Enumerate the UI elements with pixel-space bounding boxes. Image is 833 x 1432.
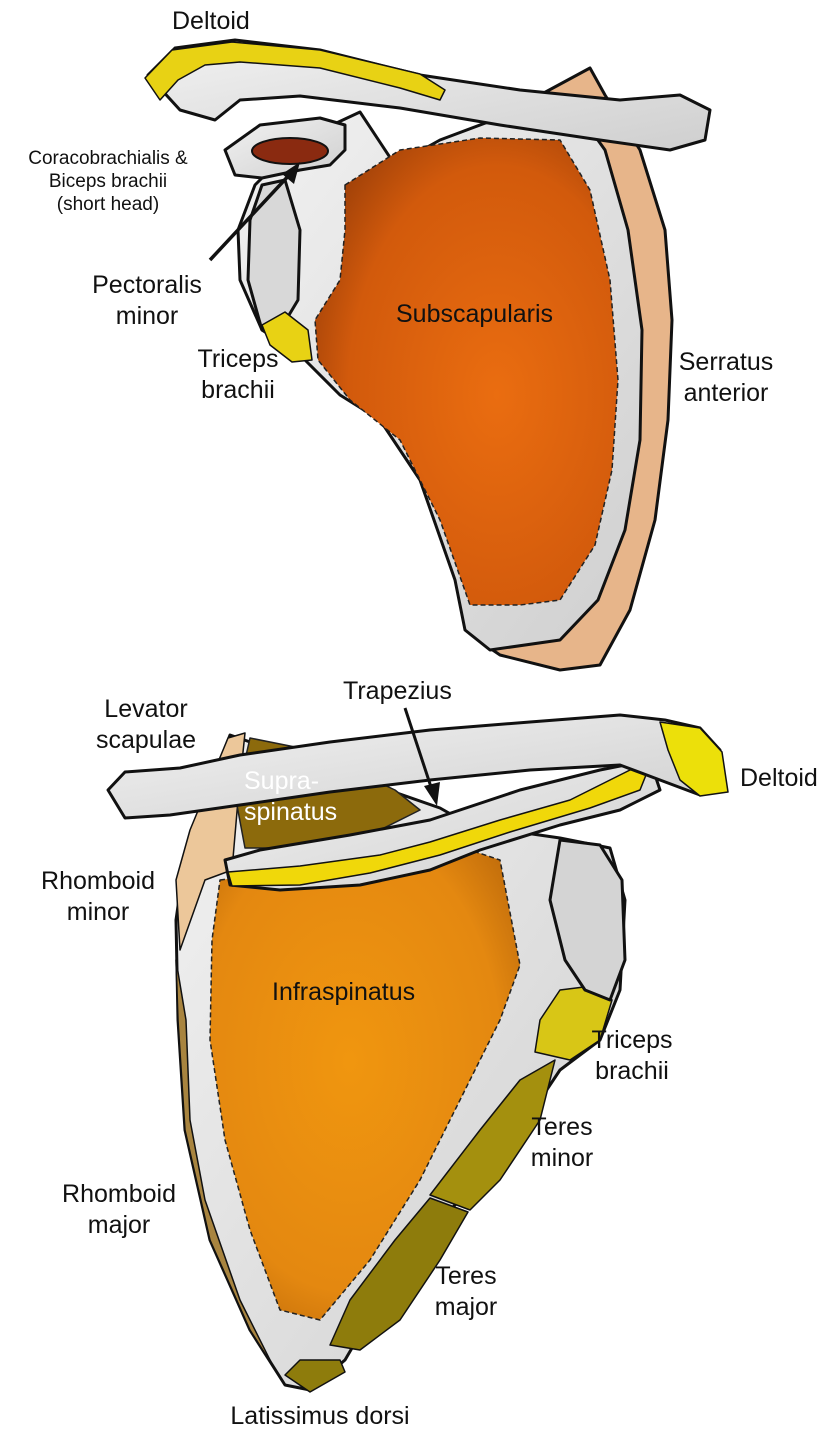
label-serratus-line2: anterior [679, 378, 773, 409]
label-pectoralis-minor: Pectoralis minor [92, 270, 202, 332]
label-supraspinatus-line2: spinatus [244, 797, 337, 828]
label-pectoralis-minor-line2: minor [92, 301, 202, 332]
label-teres-major-line2: major [435, 1292, 498, 1323]
label-subscapularis: Subscapularis [396, 299, 553, 330]
label-supraspinatus: Supra- spinatus [244, 766, 337, 828]
subscapularis-muscle [315, 138, 618, 605]
label-rhomboid-major-line1: Rhomboid [62, 1179, 176, 1210]
label-levator-scapulae: Levator scapulae [96, 694, 196, 756]
label-rhomboid-major: Rhomboid major [62, 1179, 176, 1241]
label-rhomboid-minor-line2: minor [41, 897, 155, 928]
label-triceps-anterior-line1: Triceps [197, 344, 278, 375]
label-coracobrachialis: Coracobrachialis & Biceps brachii (short… [28, 147, 187, 216]
label-serratus-line1: Serratus [679, 347, 773, 378]
label-triceps-posterior-line1: Triceps [591, 1025, 672, 1056]
label-rhomboid-minor: Rhomboid minor [41, 866, 155, 928]
label-levator-line1: Levator [96, 694, 196, 725]
label-deltoid-posterior: Deltoid [740, 763, 818, 794]
label-teres-minor: Teres minor [531, 1112, 594, 1174]
label-rhomboid-minor-line1: Rhomboid [41, 866, 155, 897]
label-teres-major: Teres major [435, 1261, 498, 1323]
label-triceps-anterior-line2: brachii [197, 375, 278, 406]
label-coracobrachialis-line1: Coracobrachialis & [28, 147, 187, 170]
label-supraspinatus-line1: Supra- [244, 766, 337, 797]
label-teres-major-line1: Teres [435, 1261, 498, 1292]
label-coracobrachialis-line2: Biceps brachii [28, 170, 187, 193]
label-triceps-brachii-anterior: Triceps brachii [197, 344, 278, 406]
label-triceps-posterior-line2: brachii [591, 1056, 672, 1087]
label-pectoralis-minor-line1: Pectoralis [92, 270, 202, 301]
label-infraspinatus: Infraspinatus [272, 977, 415, 1008]
label-rhomboid-major-line2: major [62, 1210, 176, 1241]
coracobrachialis-attachment [252, 138, 328, 164]
label-teres-minor-line1: Teres [531, 1112, 594, 1143]
label-teres-minor-line2: minor [531, 1143, 594, 1174]
label-deltoid-anterior: Deltoid [172, 6, 250, 37]
label-triceps-brachii-posterior: Triceps brachii [591, 1025, 672, 1087]
label-latissimus-dorsi: Latissimus dorsi [230, 1401, 409, 1432]
label-coracobrachialis-line3: (short head) [28, 193, 187, 216]
label-trapezius: Trapezius [343, 676, 452, 707]
label-levator-line2: scapulae [96, 725, 196, 756]
anterior-glenoid [248, 180, 300, 330]
label-serratus-anterior: Serratus anterior [679, 347, 773, 409]
